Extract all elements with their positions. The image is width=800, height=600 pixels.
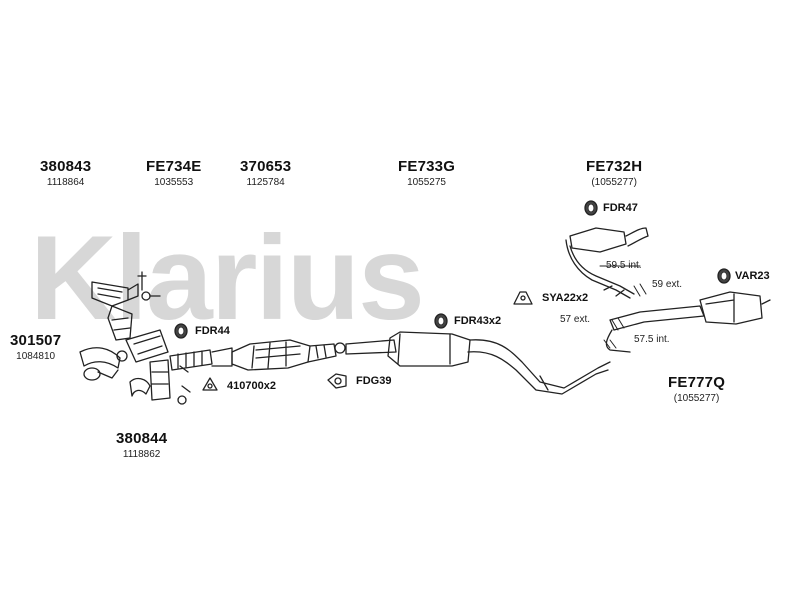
part-label-380844: 380844 1118862 (116, 430, 167, 460)
part-label-370653: 370653 1125784 (240, 158, 291, 188)
dimension-label-59-ext: 59 ext. (652, 279, 683, 290)
part-reference: 1055275 (407, 177, 446, 188)
fdg39-icon (327, 373, 347, 389)
410700x2-icon (202, 377, 218, 391)
klarius-watermark: Klarius (30, 211, 425, 345)
fitting-label-410700x2: 410700x2 (227, 380, 276, 392)
part-reference: 1084810 (16, 351, 56, 362)
dimension-label-57-5-int: 57.5 int. (634, 334, 670, 345)
part-label-fe732h: FE732H (1055277) (586, 158, 642, 188)
fitting-label-sya22x2: SYA22x2 (542, 292, 589, 304)
part-number: FE733G (398, 158, 456, 175)
part-label-380843: 380843 1118864 (40, 158, 91, 188)
part-label-fe734e: FE734E 1035553 (146, 158, 201, 188)
rear-silencer-fe732h (565, 227, 649, 299)
flex-section-fe734e (169, 347, 233, 371)
fitting-label-fdg39: FDG39 (356, 375, 392, 387)
part-reference: 1118862 (122, 449, 161, 460)
fitting-label-fdr47: FDR47 (603, 202, 638, 214)
part-reference: (1055277) (591, 177, 637, 188)
part-number: 380843 (40, 158, 92, 175)
part-number: 301507 (10, 332, 62, 349)
part-number: FE777Q (668, 374, 726, 391)
part-number: 380844 (116, 430, 168, 447)
manifold-catalyst-380844 (116, 329, 191, 405)
part-number: FE734E (146, 158, 202, 175)
sya22x2-icon (513, 291, 533, 305)
front-pipe-301507 (79, 347, 121, 381)
manifold-catalyst-380843 (91, 281, 139, 341)
middle-silencer-fe733g (334, 331, 611, 395)
tail-silencer-fe777q (605, 291, 771, 353)
dimension-label-57-ext: 57 ext. (560, 314, 591, 325)
catalyst-370653 (231, 339, 337, 371)
part-reference: 1125784 (246, 177, 285, 188)
fitting-label-fdr43x2: FDR43x2 (454, 315, 502, 327)
part-label-fe733g: FE733G 1055275 (398, 158, 455, 188)
part-label-fe777q: FE777Q (1055277) (668, 374, 725, 404)
part-reference: (1055277) (673, 393, 720, 404)
dimension-label-59-5-int: 59.5 int. (606, 260, 642, 271)
part-reference: 1118864 (46, 177, 85, 188)
part-number: 370653 (240, 158, 292, 175)
part-number: FE732H (586, 158, 643, 175)
dimension-marks (599, 265, 647, 349)
part-reference: 1035553 (154, 177, 194, 188)
part-label-301507: 301507 1084810 (10, 332, 61, 362)
fitting-label-var23: VAR23 (735, 270, 770, 282)
fitting-label-fdr44: FDR44 (195, 325, 230, 337)
sensor-stud (137, 271, 161, 301)
